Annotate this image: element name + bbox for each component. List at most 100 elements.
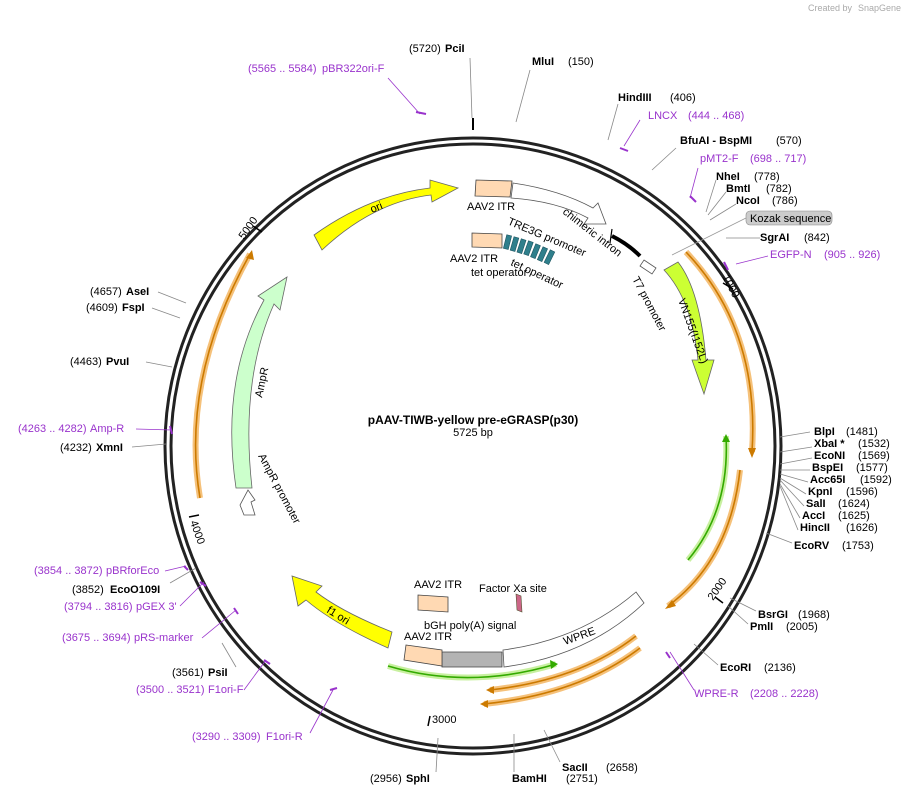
site-pos-asei: (4657) — [90, 286, 122, 298]
aav2-itr-bottom2-box[interactable] — [403, 644, 443, 667]
site-name-xmni[interactable]: XmnI — [96, 442, 123, 454]
primer-range-amp-r: (4263 .. 4282) — [18, 423, 87, 435]
f1-ori-feature[interactable]: f1 ori — [291, 575, 393, 649]
green-arc-right-line — [687, 435, 728, 561]
site-name-sgrai[interactable]: SgrAI — [760, 232, 789, 244]
tick-label-2000: 2000 — [706, 576, 730, 603]
site-pos-sgrai: (842) — [804, 232, 830, 244]
site-name-ecori[interactable]: EcoRI — [720, 662, 751, 674]
tet-operator-boxes[interactable] — [503, 234, 556, 266]
site-name-pcii[interactable]: PciI — [445, 43, 465, 55]
primer-name-egfp-n[interactable]: EGFP-N — [770, 249, 812, 261]
chimeric-intron-bar[interactable] — [611, 234, 642, 258]
site-name-asei[interactable]: AseI — [126, 286, 149, 298]
site-name-bspei[interactable]: BspEI — [812, 462, 843, 474]
primer-leaders — [135, 77, 769, 734]
site-name-mlui[interactable]: MluI — [532, 56, 554, 68]
site-name-hincii[interactable]: HincII — [800, 522, 830, 534]
site-name-ecorv[interactable]: EcoRV — [794, 540, 830, 552]
site-name-ncoi[interactable]: NcoI — [736, 195, 760, 207]
site-pos-ncoi: (786) — [772, 195, 798, 207]
site-name-ecoo109i[interactable]: EcoO109I — [110, 584, 160, 596]
snapgene-logo-text: SnapGene — [858, 3, 901, 13]
factor-xa-label: Factor Xa site — [479, 583, 547, 595]
ampr-promoter-arrow[interactable] — [239, 489, 256, 516]
orange-arc-right-inner-head — [665, 600, 676, 609]
site-pos-psii: (3561) — [172, 667, 204, 679]
primer-name-lncx[interactable]: LNCX — [648, 110, 678, 122]
aav2-itr-2-box[interactable] — [471, 232, 503, 249]
site-pos-bamhi: (2751) — [566, 773, 598, 785]
tick-label-4000: 4000 — [187, 519, 207, 546]
primer-name-wpre-r[interactable]: WPRE-R — [694, 688, 739, 700]
site-name-xbai[interactable]: XbaI * — [814, 438, 845, 450]
vn155-feature[interactable]: VN155(I152L) — [663, 261, 715, 396]
site-pos-ecoo109i: (3852) — [72, 584, 104, 596]
primer-name-pmt2-f[interactable]: pMT2-F — [700, 153, 739, 165]
orange-arc-left-line — [194, 253, 251, 499]
site-pos-econi: (1569) — [858, 450, 890, 462]
primer-name-pgex3[interactable]: pGEX 3' — [136, 601, 177, 613]
aav2-itr-2-label: AAV2 ITR — [450, 253, 498, 265]
factor-xa-marker[interactable] — [515, 593, 523, 613]
site-pos-acc65i: (1592) — [860, 474, 892, 486]
green-arc-bottom-head — [550, 660, 558, 669]
primer-name-amp-r[interactable]: Amp-R — [90, 423, 124, 435]
aav2-itr-top-label: AAV2 ITR — [467, 201, 515, 213]
site-pos-sphi: (2956) — [370, 773, 402, 785]
site-name-sali[interactable]: SalI — [806, 498, 826, 510]
site-name-bamhi[interactable]: BamHI — [512, 773, 547, 785]
site-name-hindiii[interactable]: HindIII — [618, 92, 652, 104]
primer-name-f1ori-f[interactable]: F1ori-F — [208, 684, 244, 696]
site-pos-xmni: (4232) — [60, 442, 92, 454]
site-name-bfuai[interactable]: BfuAI - BspMI — [680, 135, 752, 147]
primer-range-pbrforeco: (3854 .. 3872) — [34, 565, 103, 577]
site-pos-bfuai: (570) — [776, 135, 802, 147]
primer-range-wpre-r: (2208 .. 2228) — [750, 688, 819, 700]
tre3g-promoter-arrow[interactable] — [510, 182, 607, 225]
site-name-acc65i[interactable]: Acc65I — [810, 474, 845, 486]
ori-feature[interactable]: ori — [313, 179, 460, 251]
site-pos-pcii: (5720) — [409, 43, 441, 55]
bgh-polya-box[interactable] — [441, 651, 503, 668]
primer-name-pbr322ori-f[interactable]: pBR322ori-F — [322, 63, 385, 75]
aav2-itr-top-box[interactable] — [474, 179, 513, 198]
site-name-econi[interactable]: EcoNI — [814, 450, 845, 462]
primer-name-pbrforeco[interactable]: pBRforEco — [106, 565, 159, 577]
primer-range-pgex3: (3794 .. 3816) — [64, 601, 133, 613]
plasmid-size: 5725 bp — [453, 427, 493, 439]
primer-range-prs-marker: (3675 .. 3694) — [62, 632, 131, 644]
credit-text: Created by — [808, 3, 853, 13]
site-name-fspi[interactable]: FspI — [122, 302, 145, 314]
site-name-blpi[interactable]: BlpI — [814, 426, 835, 438]
backbone-outer-ring — [163, 136, 783, 756]
site-name-psii[interactable]: PsiI — [208, 667, 228, 679]
primer-name-f1ori-r[interactable]: F1ori-R — [266, 731, 303, 743]
site-pos-kpni: (1596) — [846, 486, 878, 498]
orange-arc-right-outer-line — [685, 251, 754, 453]
t7-promoter-arrow[interactable] — [639, 259, 657, 275]
primer-range-lncx: (444 .. 468) — [688, 110, 744, 122]
site-pos-pmli: (2005) — [786, 621, 818, 633]
site-name-pvui[interactable]: PvuI — [106, 356, 129, 368]
site-name-bsrgi[interactable]: BsrGI — [758, 609, 788, 621]
bgh-label: bGH poly(A) signal — [424, 620, 516, 632]
site-name-kpni[interactable]: KpnI — [808, 486, 832, 498]
kozak-label: Kozak sequence — [750, 213, 831, 225]
restriction-sites: (5720) PciI MluI (150) HindIII (406) Bfu… — [60, 43, 892, 785]
site-pos-acci: (1625) — [838, 510, 870, 522]
site-name-sphi[interactable]: SphI — [406, 773, 430, 785]
site-leaders — [131, 57, 813, 773]
tick-label-1000: 1000 — [719, 273, 741, 300]
aav2-itr-bottom-box[interactable] — [417, 594, 449, 613]
tet-operator-label-1: tet operator — [471, 267, 528, 279]
site-name-pmli[interactable]: PmlI — [750, 621, 773, 633]
site-name-bmti[interactable]: BmtI — [726, 183, 750, 195]
primer-name-prs-marker[interactable]: pRS-marker — [134, 632, 194, 644]
site-name-nhei[interactable]: NheI — [716, 171, 740, 183]
site-name-sacii[interactable]: SacII — [562, 762, 588, 774]
site-name-acci[interactable]: AccI — [802, 510, 825, 522]
orange-arc-bottom-2-line — [483, 647, 641, 705]
wpre-arrow[interactable] — [502, 591, 645, 668]
